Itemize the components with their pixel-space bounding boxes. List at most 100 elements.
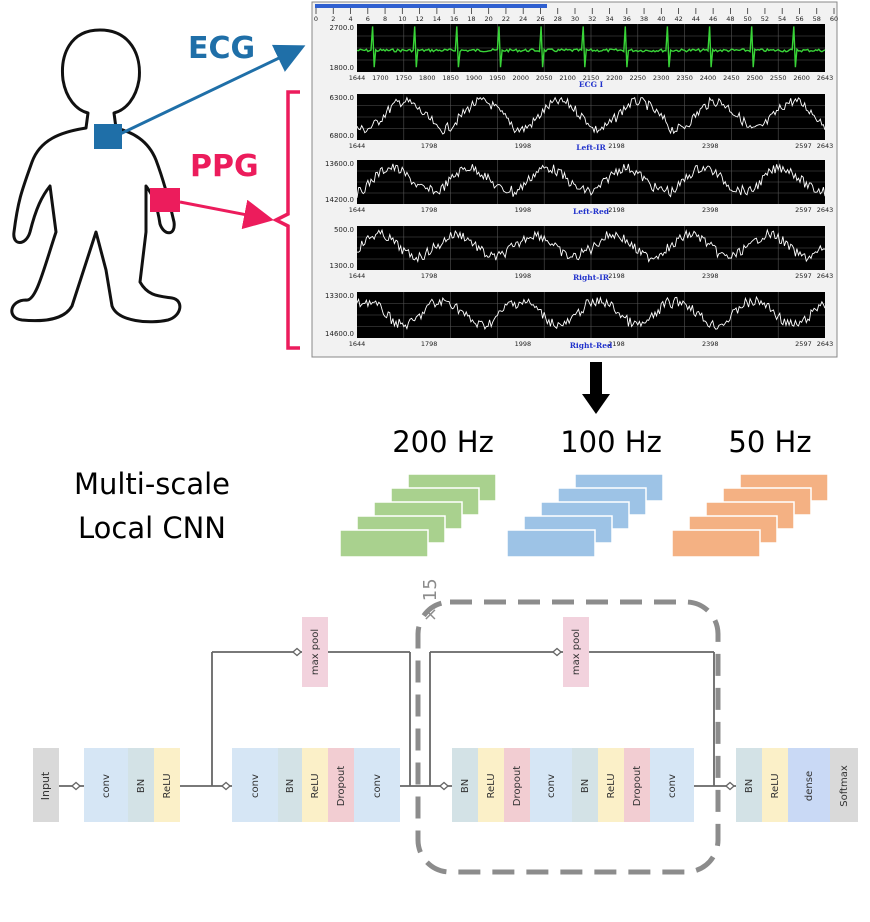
- multiscale-title-line2: Local CNN: [78, 511, 226, 545]
- x-tick-label: 2198: [608, 142, 625, 150]
- feature-stack-0: [339, 473, 497, 558]
- block-relu: ReLU: [478, 748, 504, 822]
- ruler-tick-label: 42: [674, 15, 682, 23]
- ecg-arrow: [119, 44, 306, 136]
- x-tick-label: 2500: [747, 74, 764, 82]
- block-conv: conv: [232, 748, 278, 822]
- x-tick-label: 2643: [817, 340, 834, 348]
- join-node: [292, 647, 302, 657]
- x-tick-label: 1644: [349, 206, 366, 214]
- x-tick-label: 2643: [817, 206, 834, 214]
- x-tick-label: 1950: [489, 74, 506, 82]
- ruler-tick-label: 58: [813, 15, 821, 23]
- x-tick-label: 1700: [372, 74, 389, 82]
- ruler-tick-label: 0: [314, 15, 318, 23]
- join-node: [71, 781, 81, 791]
- ruler-tick-label: 54: [778, 15, 786, 23]
- ruler-tick-label: 10: [398, 15, 406, 23]
- svg-text:Softmax: Softmax: [839, 765, 850, 807]
- ruler-tick-label: 14: [433, 15, 441, 23]
- block-conv: conv: [354, 748, 400, 822]
- x-tick-label: 2597: [795, 340, 812, 348]
- ppg-arrow: [179, 199, 274, 230]
- x-tick-label: 1798: [421, 206, 438, 214]
- signal-trace: [356, 163, 826, 198]
- ruler-tick-label: 24: [519, 15, 527, 23]
- x-tick-label: 1800: [419, 74, 436, 82]
- ruler-tick-label: 34: [605, 15, 613, 23]
- y-min-label: 6800.0: [330, 132, 355, 140]
- ruler-tick-label: 16: [450, 15, 458, 23]
- block-conv: conv: [650, 748, 694, 822]
- y-min-label: 1800.0: [330, 64, 355, 72]
- ruler-tick-label: 8: [383, 15, 387, 23]
- x-tick-label: 2600: [793, 74, 810, 82]
- x-tick-label: 1644: [349, 142, 366, 150]
- block-conv: conv: [530, 748, 572, 822]
- svg-text:ReLU: ReLU: [310, 773, 321, 798]
- ruler-tick-label: 52: [761, 15, 769, 23]
- svg-text:ReLU: ReLU: [162, 773, 173, 798]
- y-min-label: 14600.0: [325, 330, 354, 338]
- y-min-label: 14200.0: [325, 196, 354, 204]
- x-tick-label: 2398: [702, 340, 719, 348]
- block-softmax: Softmax: [830, 748, 858, 822]
- ecg-sensor: [94, 124, 122, 149]
- y-min-label: 1300.0: [330, 262, 355, 270]
- svg-text:ReLU: ReLU: [606, 773, 617, 798]
- join-node: [221, 781, 231, 791]
- signal-trace: [356, 26, 826, 68]
- x-tick-label: 2100: [559, 74, 576, 82]
- ruler-tick-label: 36: [623, 15, 631, 23]
- block-bn: BN: [278, 748, 302, 822]
- ruler-tick-label: 50: [744, 15, 752, 23]
- y-max-label: 6300.0: [330, 94, 355, 102]
- scale-label-50hz: 50 Hz: [728, 425, 811, 459]
- ruler-tick-label: 32: [588, 15, 596, 23]
- svg-text:ReLU: ReLU: [770, 773, 781, 798]
- x-tick-label: 1750: [396, 74, 413, 82]
- x-tick-label: 2643: [817, 142, 834, 150]
- repeat-count-label: × 15: [420, 578, 441, 622]
- svg-text:BN: BN: [460, 779, 471, 793]
- x-tick-label: 1998: [515, 206, 532, 214]
- x-tick-label: 1998: [515, 340, 532, 348]
- block-relu: ReLU: [302, 748, 328, 822]
- multiscale-title-line1: Multi-scale: [74, 467, 230, 501]
- ruler-tick-label: 60: [830, 15, 838, 23]
- ruler-tick-label: 48: [726, 15, 734, 23]
- ruler-tick-label: 44: [692, 15, 700, 23]
- ruler-tick-label: 4: [348, 15, 352, 23]
- svg-text:BN: BN: [744, 779, 755, 793]
- x-tick-label: 1644: [349, 74, 366, 82]
- panel-name: ECG I: [579, 80, 604, 89]
- ruler-tick-label: 46: [709, 15, 717, 23]
- svg-text:ReLU: ReLU: [486, 773, 497, 798]
- x-tick-label: 2398: [702, 142, 719, 150]
- x-tick-label: 1798: [421, 142, 438, 150]
- ruler-tick-label: 12: [415, 15, 423, 23]
- block-maxpool: max pool: [302, 617, 328, 687]
- feature-map-stacks: [339, 473, 829, 558]
- join-node: [725, 781, 735, 791]
- feature-map-layer: [506, 529, 596, 558]
- panel-name: Left-IR: [576, 143, 606, 152]
- block-bn: BN: [572, 748, 598, 822]
- svg-text:Dropout: Dropout: [336, 766, 347, 807]
- x-tick-label: 2050: [536, 74, 553, 82]
- ruler-tick-label: 20: [485, 15, 493, 23]
- svg-text:conv: conv: [546, 774, 557, 798]
- join-node: [552, 647, 562, 657]
- human-body-figure: [10, 28, 182, 324]
- ruler-tick-label: 2: [331, 15, 335, 23]
- y-max-label: 13600.0: [325, 160, 354, 168]
- scale-label-200hz: 200 Hz: [392, 425, 494, 459]
- block-input: Input: [33, 748, 59, 822]
- x-tick-label: 2200: [606, 74, 623, 82]
